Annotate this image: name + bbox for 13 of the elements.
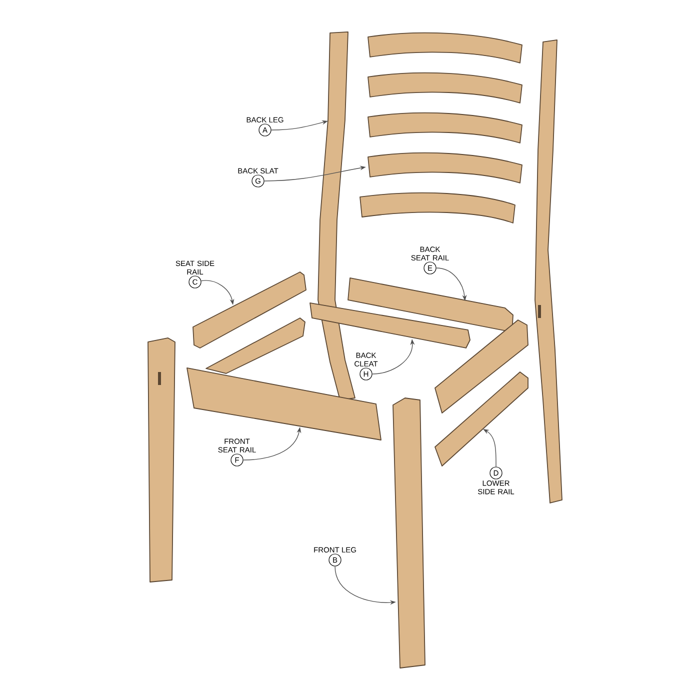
back-slat (360, 192, 516, 224)
back-slat (368, 112, 522, 144)
back-seat-rail (348, 278, 514, 332)
lower-side-rail (206, 318, 306, 374)
front-leg (392, 398, 426, 668)
back-slat (368, 72, 522, 104)
back-slat (368, 32, 522, 64)
back-leg (534, 40, 562, 504)
back-cleat (310, 302, 470, 348)
seat-side-rail (434, 320, 528, 414)
back-slat (368, 152, 522, 184)
back-leg (318, 32, 356, 400)
front-leg (148, 338, 176, 582)
